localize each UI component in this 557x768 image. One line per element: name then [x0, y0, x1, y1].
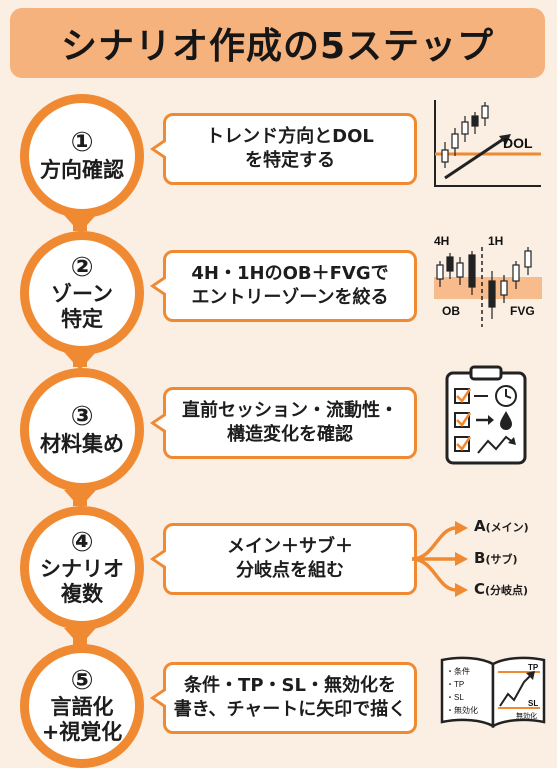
- notebook-item-2: ・TP: [446, 680, 464, 689]
- branch-a-label: A(メイン): [474, 517, 529, 535]
- notebook-invalid-label: 無効化: [516, 711, 537, 720]
- step-4-description: メイン＋サブ＋ 分岐点を組む: [227, 535, 353, 581]
- branch-c-label: C(分岐点): [474, 580, 529, 598]
- dol-label: DOL: [503, 135, 533, 151]
- fvg-label: FVG: [510, 304, 535, 318]
- tf-1h-label: 1H: [488, 234, 503, 248]
- zone-chart-icon: 4H 1H OB FVG: [434, 234, 542, 327]
- notebook-tp-label: TP: [528, 663, 539, 672]
- step-1-number: ①: [70, 127, 94, 159]
- branch-b-label: B(サブ): [474, 549, 518, 567]
- step-5-circle: ⑤ 言語化 +視覚化: [20, 644, 144, 768]
- notebook-sl-label: SL: [528, 699, 538, 708]
- notebook-icon: ・条件 ・TP ・SL ・無効化 TP SL 無効化: [440, 656, 546, 729]
- step-2-description: 4H・1HのOB＋FVGで エントリーゾーンを絞る: [191, 262, 389, 308]
- ob-label: OB: [442, 304, 460, 318]
- clipboard-checklist-icon: [445, 365, 527, 465]
- step-3-number: ③: [70, 401, 94, 433]
- page-title: シナリオ作成の5ステップ: [60, 26, 495, 67]
- notebook-item-4: ・無効化: [446, 705, 478, 715]
- branch-arrows-icon: [412, 521, 468, 597]
- notebook-item-1: ・条件: [446, 666, 470, 676]
- step-4-description-box: メイン＋サブ＋ 分岐点を組む: [150, 523, 417, 595]
- step-1-description-box: トレンド方向とDOL を特定する: [150, 113, 417, 185]
- step-5-number: ⑤: [70, 665, 94, 697]
- step-1-description: トレンド方向とDOL を特定する: [206, 125, 374, 171]
- step-5-description-box: 条件・TP・SL・無効化を 書き、チャートに矢印で描く: [150, 662, 417, 734]
- step-5-label: 言語化 +視覚化: [41, 695, 123, 745]
- title-banner: シナリオ作成の5ステップ: [10, 8, 545, 78]
- step-5-description: 条件・TP・SL・無効化を 書き、チャートに矢印で描く: [173, 674, 407, 720]
- step-3-circle: ③ 材料集め: [20, 368, 144, 492]
- step-2-number: ②: [70, 252, 94, 284]
- step-2-description-box: 4H・1HのOB＋FVGで エントリーゾーンを絞る: [150, 250, 417, 322]
- trend-chart-icon: DOL: [434, 100, 541, 187]
- step-1-circle: ① 方向確認: [20, 94, 144, 218]
- tf-4h-label: 4H: [434, 234, 449, 248]
- step-4-label: シナリオ 複数: [40, 557, 124, 607]
- step-2-label: ゾーン 特定: [51, 282, 113, 332]
- flow-arrow-icon: [64, 352, 96, 370]
- step-3-label: 材料集め: [40, 431, 124, 456]
- step-2-circle: ② ゾーン 特定: [20, 231, 144, 355]
- step-4-circle: ④ シナリオ 複数: [20, 506, 144, 630]
- step-4-number: ④: [70, 527, 94, 559]
- flow-arrow-icon: [64, 628, 96, 646]
- flow-arrow-icon: [64, 215, 96, 233]
- step-3-description: 直前セッション・流動性・ 構造変化を確認: [182, 399, 398, 445]
- step-3-description-box: 直前セッション・流動性・ 構造変化を確認: [150, 387, 417, 459]
- step-1-label: 方向確認: [40, 157, 124, 182]
- flow-arrow-icon: [64, 490, 96, 508]
- notebook-item-3: ・SL: [446, 693, 464, 702]
